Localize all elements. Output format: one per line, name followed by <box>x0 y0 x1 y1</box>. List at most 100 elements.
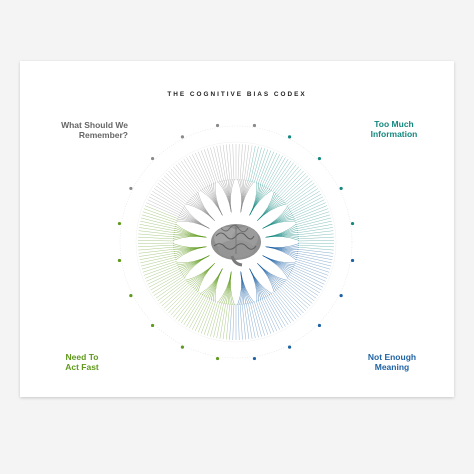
bias-spoke <box>297 242 334 244</box>
bias-spoke <box>166 285 192 311</box>
bias-spoke <box>232 303 235 340</box>
brain-icon <box>211 224 261 267</box>
bias-spoke <box>140 220 176 229</box>
bias-spoke <box>252 147 262 183</box>
bias-spoke <box>153 275 185 296</box>
bias-spoke <box>272 292 294 322</box>
bias-spoke <box>229 303 233 340</box>
bias-spoke <box>219 303 226 339</box>
bias-spoke <box>257 299 272 334</box>
bias-spoke <box>189 296 207 329</box>
bias-spoke <box>296 220 332 229</box>
bias-spoke <box>175 164 199 194</box>
bias-spoke <box>142 211 178 224</box>
bias-spoke <box>138 240 175 242</box>
bias-spoke <box>150 193 183 212</box>
bias-spoke <box>237 144 240 181</box>
bias-spoke <box>297 236 334 240</box>
bias-spoke <box>139 253 176 260</box>
bias-spoke <box>297 251 333 257</box>
bias-spoke <box>288 190 320 210</box>
bias-spoke <box>157 182 187 205</box>
bias-spoke <box>143 262 178 276</box>
tree-branch <box>249 268 258 302</box>
bias-spoke <box>178 162 200 192</box>
bias-spoke <box>267 157 286 189</box>
bias-spokes <box>138 144 334 340</box>
bias-spoke <box>292 266 326 282</box>
bias-spoke <box>239 303 243 340</box>
bias-spoke <box>289 193 322 212</box>
tree-branch <box>262 220 296 229</box>
bias-spoke <box>180 293 202 324</box>
bias-spoke <box>144 205 179 220</box>
bias-spoke <box>291 268 325 285</box>
bias-spoke <box>229 144 233 181</box>
bias-spoke <box>204 300 217 335</box>
bias-spoke <box>265 296 283 329</box>
bias-spoke <box>272 162 294 192</box>
group-marker-dot <box>180 345 185 349</box>
bias-spoke <box>244 144 250 181</box>
bias-spoke <box>244 303 250 340</box>
tree-branch <box>217 271 232 303</box>
bias-spoke <box>277 288 302 316</box>
bias-spoke <box>287 188 319 209</box>
bias-spoke <box>138 242 175 244</box>
group-marker-dot <box>150 156 155 161</box>
bias-spoke <box>263 154 280 187</box>
poster: THE COGNITIVE BIAS CODEX What Should We … <box>20 61 454 397</box>
bias-spoke <box>297 244 334 248</box>
ring-guides <box>119 125 353 359</box>
bias-spoke <box>246 303 253 339</box>
bias-spoke <box>248 145 256 182</box>
group-marker-dot <box>117 258 122 263</box>
bias-spoke <box>222 144 228 181</box>
bias-spoke <box>173 166 197 195</box>
bias-spoke <box>226 144 231 181</box>
group-marker-dot <box>180 135 185 139</box>
bias-spoke <box>210 301 220 337</box>
tree-branch <box>265 236 300 241</box>
bias-spoke <box>139 224 176 231</box>
bias-spoke <box>163 175 191 201</box>
tree-branch <box>172 243 207 248</box>
bias-spoke <box>138 248 175 254</box>
bias-spoke <box>268 294 289 326</box>
bias-spoke <box>213 146 222 182</box>
bias-spoke <box>280 173 306 199</box>
bias-spoke <box>207 148 218 183</box>
bias-spoke <box>278 170 304 198</box>
tree-branch <box>197 191 215 221</box>
bias-spoke <box>141 259 177 270</box>
bias-spoke <box>270 293 292 324</box>
bias-spoke <box>166 173 192 199</box>
bias-spoke <box>282 282 311 307</box>
bias-spoke <box>241 303 246 340</box>
group-marker-dot <box>129 186 133 191</box>
group-marker-dot <box>252 356 257 361</box>
bias-spoke <box>297 233 334 238</box>
bias-spoke <box>263 297 280 330</box>
tree-branch <box>257 203 287 221</box>
tree-branch <box>257 263 275 293</box>
bias-spoke <box>259 151 275 185</box>
quadrant-title-need-to-act-fast: Need To Act Fast <box>65 352 99 372</box>
bias-spoke <box>210 147 220 183</box>
bias-spoke <box>270 160 292 191</box>
bias-spoke <box>292 202 326 218</box>
group-marker-dot <box>215 356 220 361</box>
quadrant-title-remember: What Should We Remember? <box>61 120 128 140</box>
bias-spoke <box>239 144 243 181</box>
bias-spoke <box>257 150 272 185</box>
bias-spoke <box>170 168 195 196</box>
bias-spoke <box>173 289 197 318</box>
group-marker-dot <box>252 123 257 128</box>
bias-spoke <box>254 148 265 183</box>
tree-branch <box>240 181 255 213</box>
bias-spoke <box>186 157 205 189</box>
bias-spoke <box>261 152 278 186</box>
bias-spoke <box>180 160 202 191</box>
bias-spoke <box>297 230 334 236</box>
bias-spoke <box>291 199 325 216</box>
